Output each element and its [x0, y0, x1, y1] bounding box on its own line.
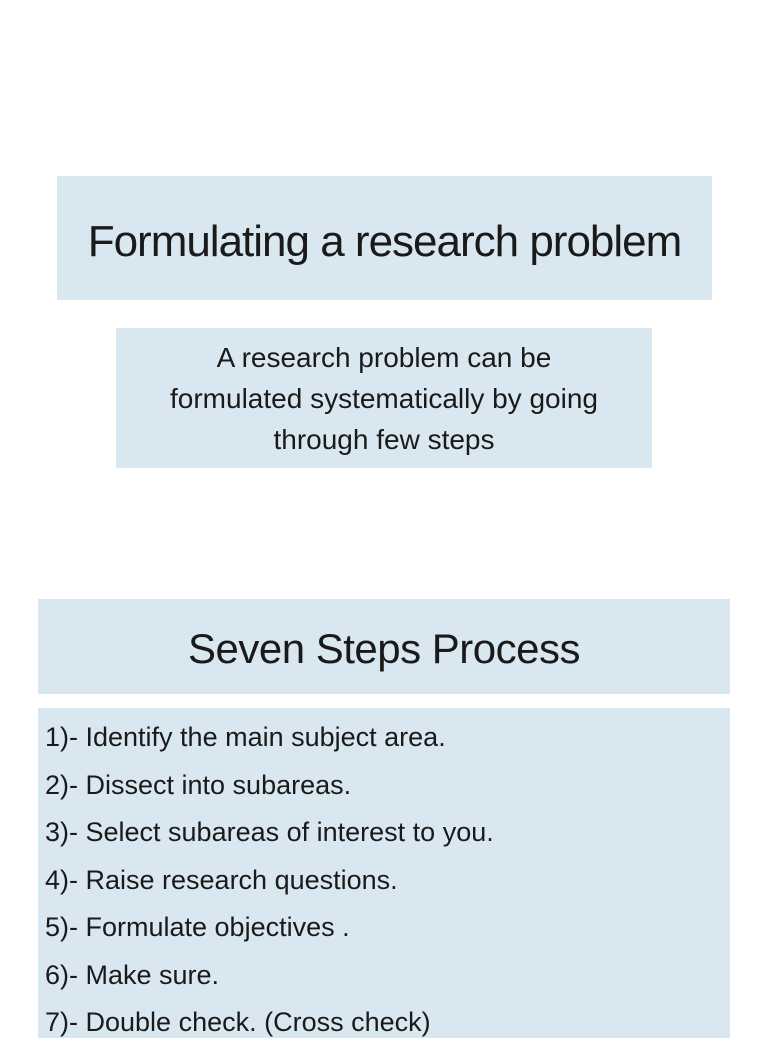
list-item: 4)- Raise research questions. [45, 864, 398, 895]
section-heading: Seven Steps Process [187, 624, 581, 672]
slide-title: Formulating a research problem [87, 217, 683, 266]
list-item: 1)- Identify the main subject area. [45, 722, 446, 753]
list-item: 5)- Formulate objectives . [45, 912, 350, 943]
slide-page: { "page": { "background_color": "#ffffff… [38, 176, 730, 1038]
steps-list: 1)- Identify the main subject area. 2)- … [38, 708, 730, 1038]
title-box: Formulating a research problem [57, 176, 712, 300]
slide-subtitle: A research problem can be formulated sys… [170, 341, 598, 455]
section-heading-box: Seven Steps Process [38, 599, 730, 694]
subtitle-box: A research problem can be formulated sys… [116, 328, 652, 468]
list-item: 7)- Double check. (Cross check) [45, 1007, 431, 1038]
list-item: 6)- Make sure. [45, 959, 220, 990]
list-item: 3)- Select subareas of interest to you. [45, 817, 494, 848]
list-item: 2)- Dissect into subareas. [45, 769, 352, 800]
